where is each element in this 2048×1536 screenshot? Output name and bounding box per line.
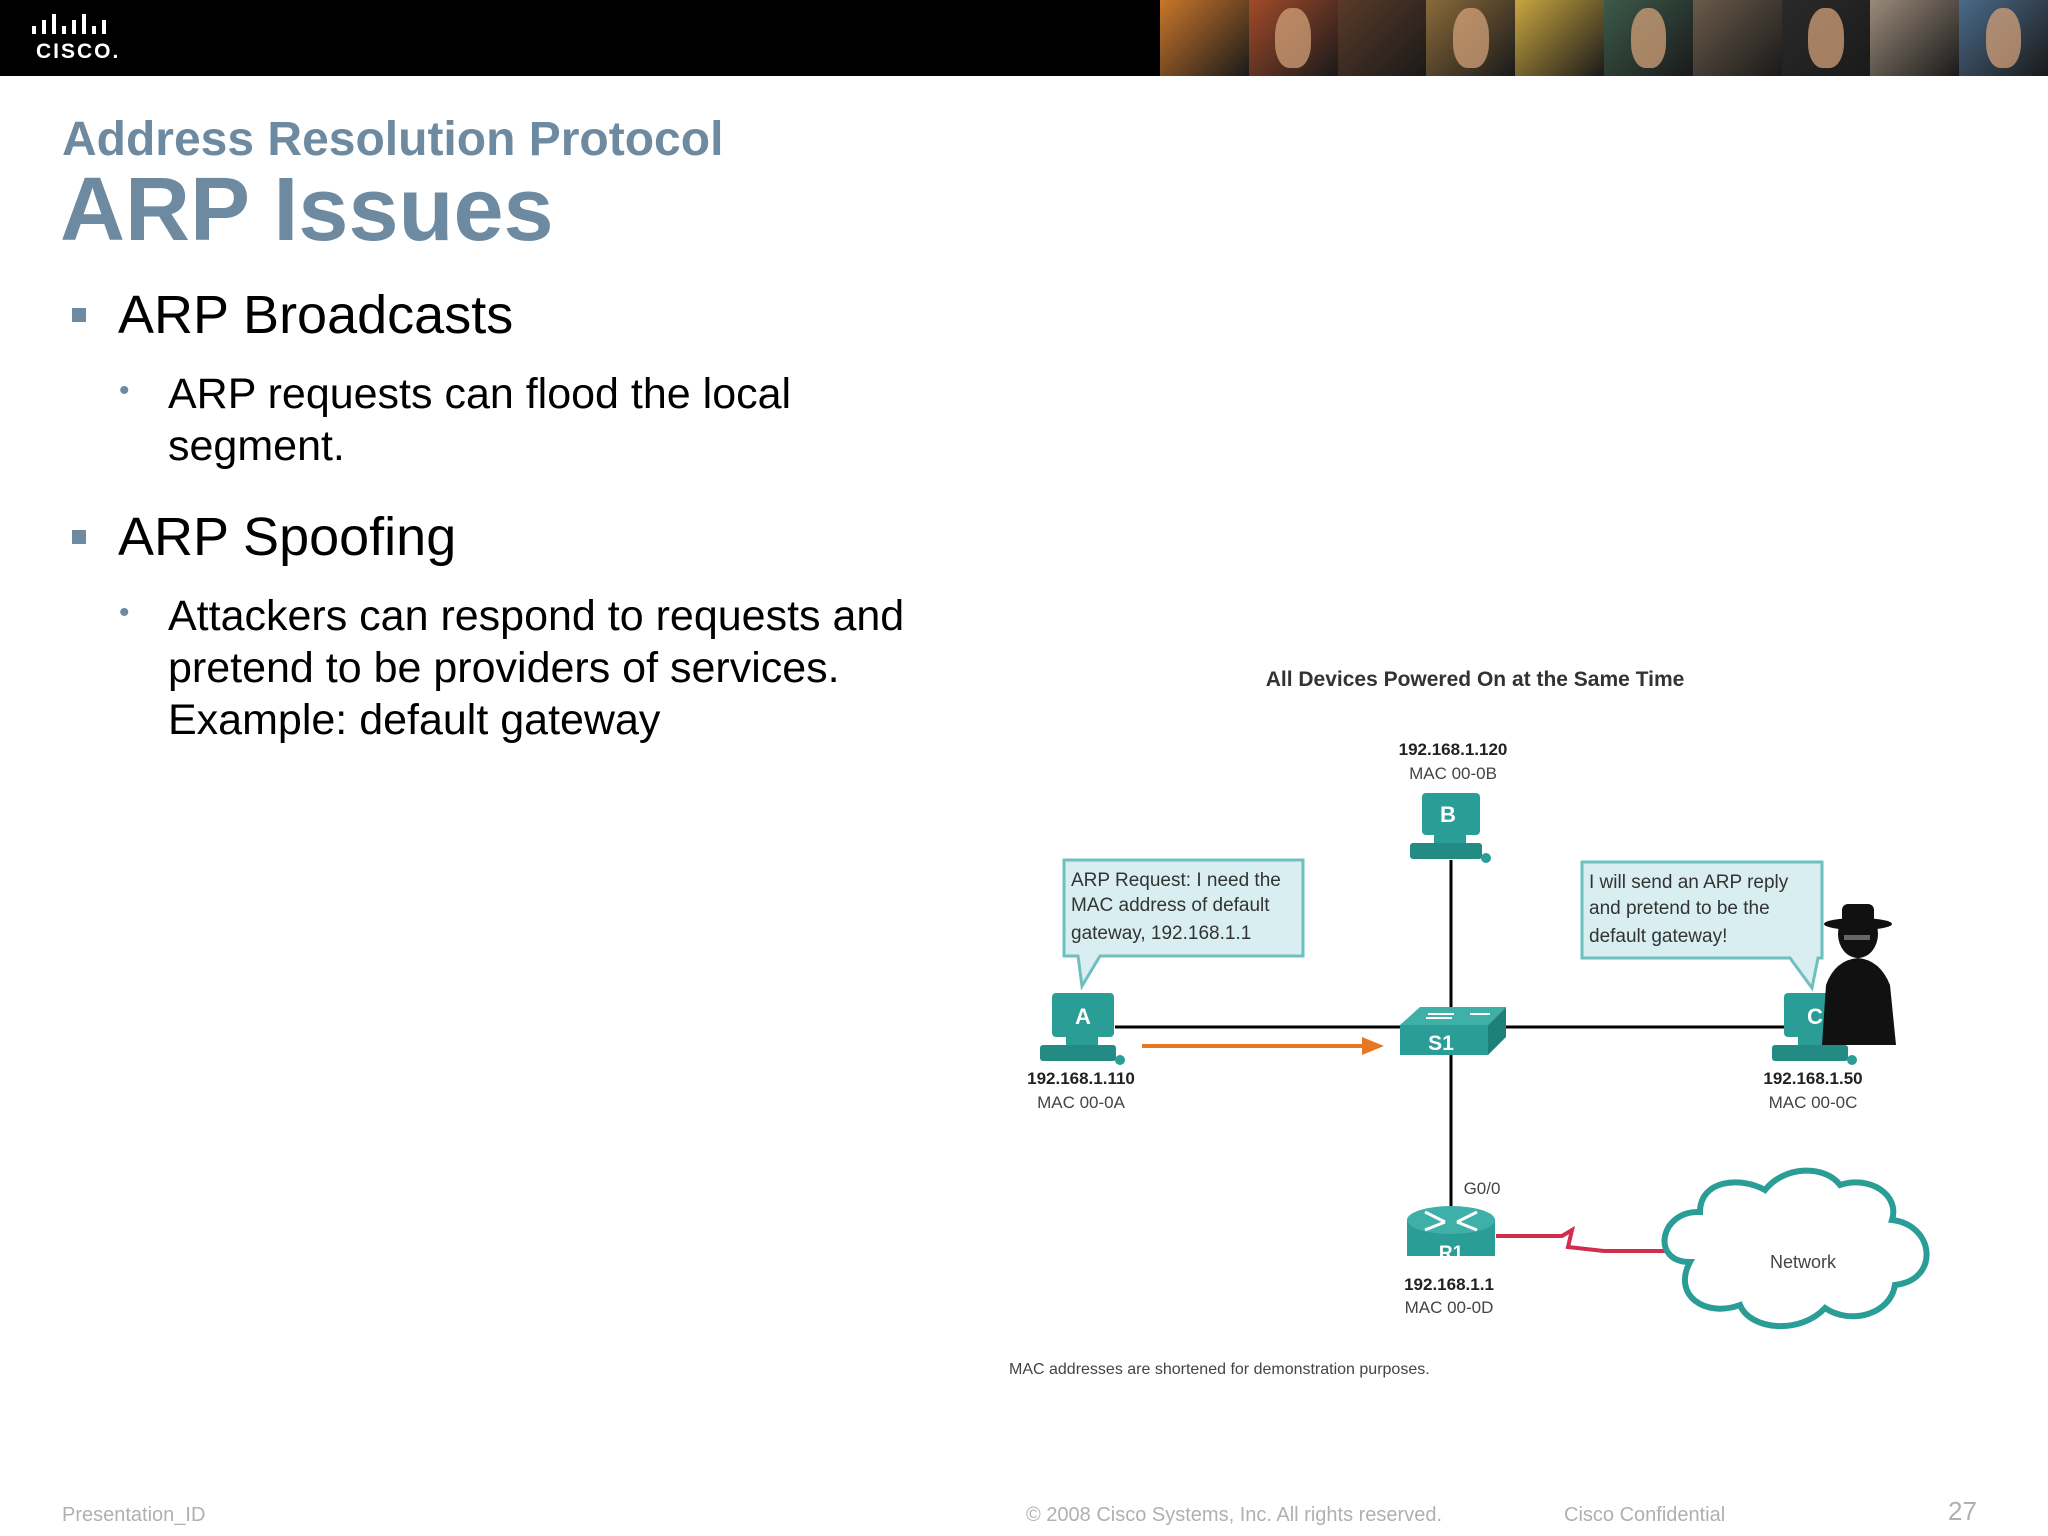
callout-c-line-1: I will send an ARP reply [1589, 872, 1789, 893]
cloud-label: Network [1770, 1252, 1837, 1272]
pc-a-icon [1040, 993, 1125, 1065]
bullet-square-icon [72, 530, 86, 544]
pc-a-mac: MAC 00-0A [1037, 1093, 1126, 1112]
sub-bullet-attackers: Attackers can respond to requests and pr… [168, 590, 988, 746]
bullet-square-icon [72, 308, 86, 322]
face-icon [1275, 7, 1311, 69]
face-icon [1985, 7, 2022, 69]
pc-c-letter: C [1807, 1004, 1823, 1029]
pc-b-ip: 192.168.1.120 [1399, 740, 1508, 759]
bullet-arp-spoofing: ARP Spoofing [118, 507, 457, 567]
router-port-label: G0/0 [1464, 1179, 1501, 1198]
cisco-bridge-icon [32, 14, 106, 34]
header-photo [1515, 0, 1604, 76]
face-icon [1630, 7, 1667, 69]
pc-b-icon [1410, 793, 1491, 863]
header-photo [1870, 0, 1960, 76]
sub-bullet-line: pretend to be providers of services. [168, 644, 840, 692]
header-photo [1426, 0, 1516, 76]
header-photo [1160, 0, 1249, 76]
sub-bullet-line: Attackers can respond to requests and [168, 592, 905, 640]
pc-b-mac: MAC 00-0B [1409, 764, 1497, 783]
footer-presentation-id: Presentation_ID [62, 1504, 206, 1526]
cisco-wordmark: CISCO. [36, 40, 121, 63]
sub-bullet-arp-flood: ARP requests can flood the local segment… [168, 368, 988, 472]
pc-a-ip: 192.168.1.110 [1027, 1069, 1135, 1088]
header-bar: CISCO. [0, 0, 2048, 76]
sub-bullet-dot-icon: • [119, 374, 130, 407]
sub-bullet-dot-icon: • [119, 596, 130, 629]
pc-a-letter: A [1075, 1004, 1091, 1029]
callout-a-line-2: MAC address of default [1071, 895, 1270, 916]
serial-link [1496, 1225, 1680, 1253]
header-photo [1692, 0, 1782, 76]
header-photo [1781, 0, 1871, 76]
header-photo [1603, 0, 1693, 76]
header-photo [1959, 0, 2048, 76]
sub-bullet-line: ARP requests can flood the local [168, 370, 792, 418]
router-ip: 192.168.1.1 [1404, 1275, 1494, 1294]
pc-c-ip: 192.168.1.50 [1763, 1069, 1862, 1088]
callout-a [1062, 858, 1305, 991]
sub-bullet-line: Example: default gateway [168, 696, 661, 744]
cisco-logo: CISCO. [26, 14, 136, 64]
sub-bullet-line: segment. [168, 422, 345, 470]
callout-c-line-2: and pretend to be the [1589, 898, 1770, 919]
callout-c-line-3: default gateway! [1589, 926, 1727, 947]
switch-s1-icon [1400, 1007, 1506, 1055]
diagram-note: MAC addresses are shortened for demonstr… [1009, 1361, 1430, 1378]
callout-a-line-3: gateway, 192.168.1.1 [1071, 923, 1251, 944]
face-icon [1453, 7, 1489, 69]
diagram-title: All Devices Powered On at the Same Time [1266, 668, 1685, 691]
header-photo [1337, 0, 1427, 76]
callout-c [1580, 860, 1824, 992]
hacker-icon [1822, 904, 1896, 1045]
network-cloud-icon [1661, 1167, 1930, 1330]
page-number: 27 [1948, 1496, 1977, 1526]
header-photo-strip [1160, 0, 2048, 76]
slide-title: ARP Issues [60, 160, 554, 260]
callout-a-line-1: ARP Request: I need the [1071, 870, 1281, 891]
router-r1-icon [1407, 1206, 1495, 1256]
slide-subtitle: Address Resolution Protocol [62, 113, 724, 166]
face-icon [1808, 7, 1844, 69]
header-photo [1248, 0, 1338, 76]
switch-s1-label: S1 [1428, 1032, 1454, 1055]
router-r1-label: R1 [1439, 1243, 1464, 1264]
bullet-arp-broadcasts: ARP Broadcasts [118, 285, 514, 345]
pc-b-letter: B [1440, 802, 1456, 827]
footer-confidential: Cisco Confidential [1564, 1504, 1726, 1526]
router-mac: MAC 00-0D [1405, 1298, 1494, 1317]
arrow-head-icon [1362, 1037, 1384, 1055]
footer-copyright: © 2008 Cisco Systems, Inc. All rights re… [1026, 1504, 1443, 1526]
pc-c-mac: MAC 00-0C [1769, 1093, 1858, 1112]
